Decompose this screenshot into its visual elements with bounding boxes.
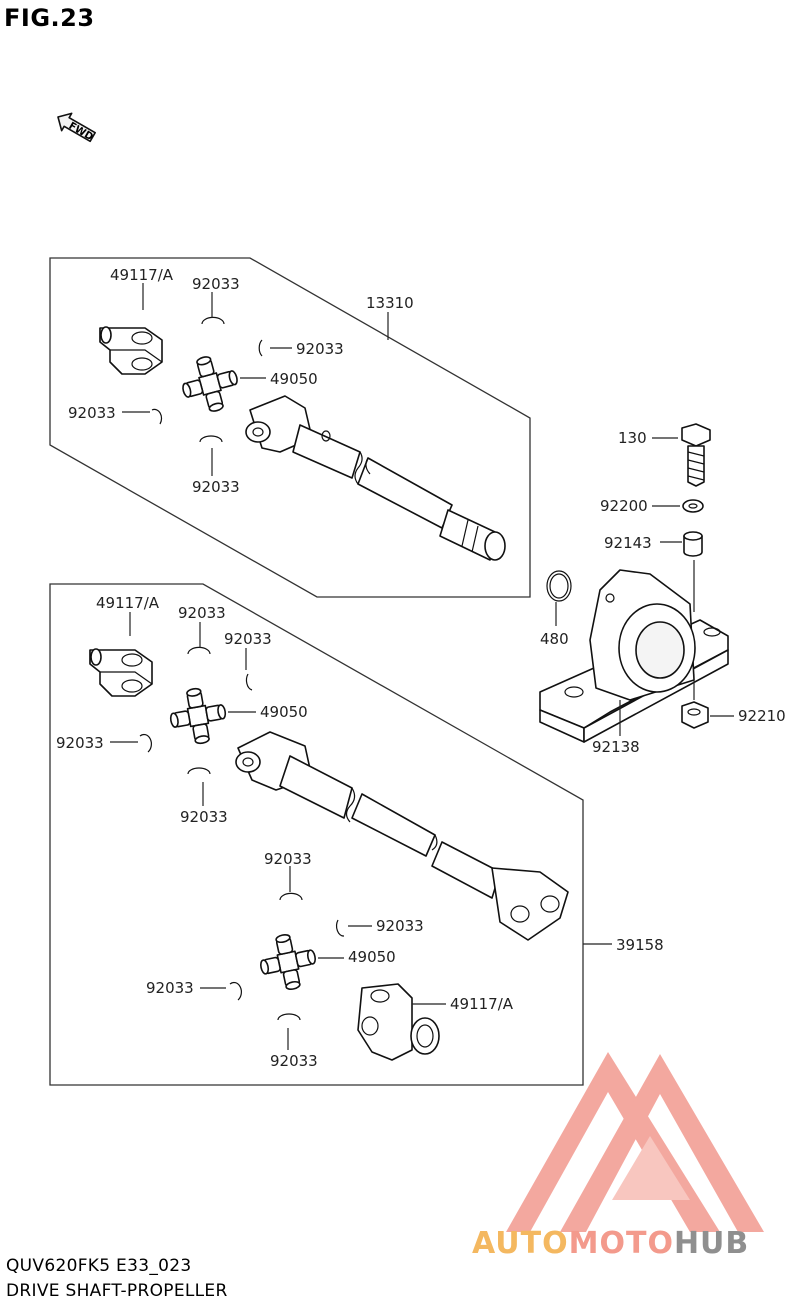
rear-clip-left-callout: 92033 — [146, 979, 194, 997]
circlip-callout: 480 — [540, 630, 569, 648]
lower-clip-top — [187, 646, 211, 655]
lower-clip-bottom-callout: 92033 — [180, 808, 228, 826]
nut — [681, 701, 709, 729]
nut-callout: 92210 — [738, 707, 786, 725]
collar — [683, 531, 703, 557]
footer-diagram-name: DRIVE SHAFT-PROPELLER — [6, 1281, 228, 1301]
watermark-part-1: AUTO — [472, 1226, 569, 1261]
figure-title: FIG.23 — [4, 4, 95, 32]
footer-model-code: QUV620FK5 E33_023 — [6, 1256, 192, 1276]
lower-clip-right — [245, 673, 253, 691]
rear-clip-left — [229, 981, 242, 1001]
collar-callout: 92143 — [604, 534, 652, 552]
upper-spider-callout: 49050 — [270, 370, 318, 388]
upper-clip-bottom-callout: 92033 — [192, 478, 240, 496]
watermark-part-2: MOTO — [568, 1226, 674, 1261]
rear-splined-yoke — [357, 983, 440, 1061]
bolt — [681, 423, 711, 487]
bearing-housing-callout: 92138 — [592, 738, 640, 756]
lower-yoke — [89, 648, 153, 697]
washer-callout: 92200 — [600, 497, 648, 515]
lower-propeller-shaft — [235, 731, 569, 941]
upper-clip-top-callout: 92033 — [192, 275, 240, 293]
bearing-callouts: 130 92200 92143 480 92138 92210 — [540, 429, 786, 756]
watermark-logo-icon — [506, 1052, 764, 1232]
washer — [682, 499, 704, 513]
watermark-part-3: HUB — [673, 1226, 750, 1261]
lower-shaft-group-frame — [49, 583, 584, 1086]
washer-hole — [688, 503, 698, 509]
lower-yoke-callout: 49117/A — [96, 594, 160, 612]
lower-clip-left — [139, 733, 152, 753]
rear-spider — [254, 928, 322, 996]
upper-clip-top — [201, 316, 225, 325]
upper-yoke — [99, 326, 163, 375]
lower-spider — [165, 683, 231, 749]
rear-clip-top — [279, 892, 303, 901]
rear-clip-top-callout: 92033 — [264, 850, 312, 868]
bolt-callout: 130 — [618, 429, 647, 447]
upper-shaft-group-frame — [49, 257, 531, 598]
upper-clip-right — [258, 339, 263, 357]
rear-yoke-callout: 49117/A — [450, 995, 514, 1013]
forward-direction-arrow-icon: FWD — [57, 112, 96, 143]
upper-clip-left — [151, 408, 163, 425]
lower-clip-top-callout: 92033 — [178, 604, 226, 622]
rear-clip-right — [336, 919, 345, 937]
lower-clip-right-callout: 92033 — [224, 630, 272, 648]
upper-spider — [175, 349, 245, 419]
lower-clip-bottom — [187, 767, 211, 775]
upper-propeller-shaft — [245, 395, 506, 561]
upper-clip-bottom — [199, 435, 223, 443]
rear-clip-right-callout: 92033 — [376, 917, 424, 935]
upper-shaft-assembly-callout: 13310 — [366, 294, 414, 312]
rear-clip-bottom — [277, 1013, 301, 1021]
lower-callouts: 49117/A 92033 92033 49050 92033 92033 92… — [56, 594, 664, 1070]
lower-shaft-assembly-callout: 39158 — [616, 936, 664, 954]
upper-yoke-callout: 49117/A — [110, 266, 174, 284]
rear-clip-bottom-callout: 92033 — [270, 1052, 318, 1070]
watermark-brand-text: AUTOMOTOHUB — [472, 1226, 749, 1261]
upper-clip-right-callout: 92033 — [296, 340, 344, 358]
upper-callouts: 49117/A 92033 92033 49050 92033 92033 13… — [68, 266, 414, 496]
circlip — [546, 570, 572, 602]
rear-spider-callout: 49050 — [348, 948, 396, 966]
lower-clip-left-callout: 92033 — [56, 734, 104, 752]
lower-spider-callout: 49050 — [260, 703, 308, 721]
upper-clip-left-callout: 92033 — [68, 404, 116, 422]
